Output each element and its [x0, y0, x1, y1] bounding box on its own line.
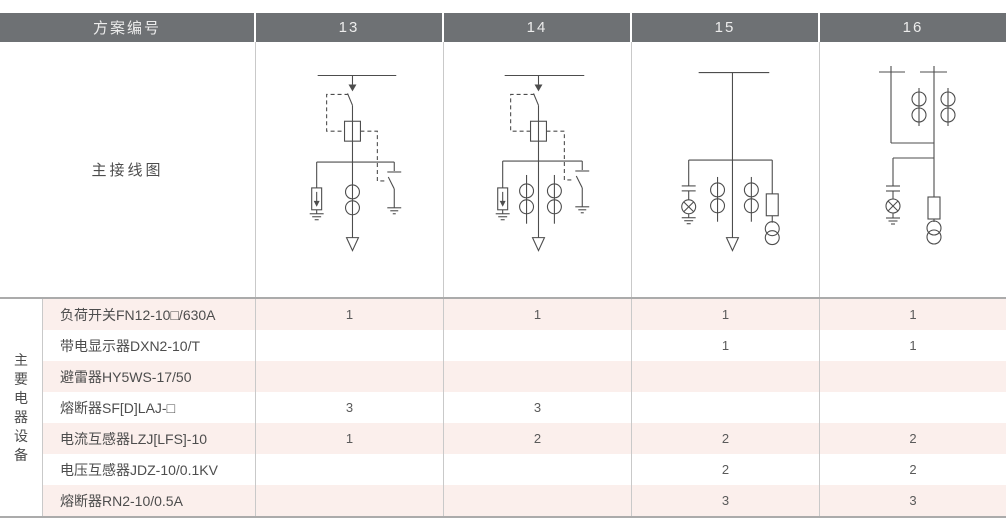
qty-scheme-13: 3 — [256, 392, 444, 423]
qty-scheme-14 — [444, 485, 632, 516]
table-row: 带电显示器DXN2-10/T 1 1 — [43, 330, 1006, 361]
equipment-name: 电流互感器LZJ[LFS]-10 — [43, 423, 256, 454]
main-wiring-diagram-16 — [879, 66, 956, 245]
qty-scheme-16: 2 — [909, 462, 917, 477]
busbar — [504, 74, 585, 92]
equipment-section-label-cell: 主要电器设备 — [0, 299, 43, 516]
table-row: 负荷开关FN12-10□/630A 1 1 1 1 — [43, 299, 1006, 330]
diagram-cell-14 — [444, 42, 632, 297]
current-transformer-icon — [344, 184, 360, 216]
scheme-16-header: 16 — [820, 13, 1006, 42]
load-switch-icon — [347, 93, 354, 238]
voltage-transformer-icon — [764, 215, 780, 246]
qty-scheme-14 — [444, 361, 632, 392]
bottom-border — [0, 516, 1006, 518]
table-row: 电流互感器LZJ[LFS]-10 1 2 2 2 — [43, 423, 1006, 454]
qty-scheme-16: 1 — [909, 338, 917, 353]
table-row: 电压互感器JDZ-10/0.1KV 2 2 — [43, 454, 1006, 485]
earthing-switch-icon — [575, 161, 590, 214]
scheme-15-header: 15 — [632, 13, 820, 42]
qty-scheme-14: 1 — [444, 299, 632, 330]
load-switch-icon — [533, 93, 540, 238]
qty-scheme-13: 1 — [256, 423, 444, 454]
outgoing-feeder-arrow — [531, 237, 546, 252]
current-transformer-icon — [546, 174, 562, 224]
current-transformer-icon — [743, 176, 759, 222]
qty-scheme-13: 1 — [256, 299, 444, 330]
qty-scheme-15: 2 — [632, 454, 820, 485]
voltage-transformer-icon — [926, 219, 942, 245]
qty-scheme-16: 3 — [909, 493, 917, 508]
arrester-icon — [309, 162, 324, 221]
qty-scheme-13 — [256, 330, 444, 361]
diagram-cell-15 — [632, 42, 820, 297]
arrester-icon — [495, 161, 510, 221]
table-row: 避雷器HY5WS-17/50 — [43, 361, 1006, 392]
fuse-icon — [927, 196, 941, 220]
fuse-icon — [765, 160, 779, 217]
qty-scheme-15: 2 — [632, 423, 820, 454]
section-divider — [0, 297, 1006, 299]
qty-scheme-14: 3 — [444, 392, 632, 423]
scheme-14-header: 14 — [444, 13, 632, 42]
qty-scheme-15: 1 — [632, 299, 820, 330]
qty-scheme-15: 3 — [632, 485, 820, 516]
current-transformer-icon — [911, 88, 927, 126]
table-row: 熔断器SF[D]LAJ-□ 3 3 — [43, 392, 1006, 423]
equipment-name: 避雷器HY5WS-17/50 — [43, 361, 256, 392]
qty-scheme-14 — [444, 330, 632, 361]
qty-scheme-15: 1 — [632, 330, 820, 361]
header-row: 方案编号 13 14 15 16 — [0, 13, 1006, 42]
diagram-cell-13 — [256, 42, 444, 297]
main-wiring-diagram-label-cell: 主接线图 — [0, 42, 256, 297]
qty-scheme-13 — [256, 485, 444, 516]
outgoing-feeder-arrow — [345, 237, 360, 252]
diagram-cell-16 — [820, 42, 1006, 297]
equipment-name: 熔断器RN2-10/0.5A — [43, 485, 256, 516]
qty-scheme-15 — [632, 392, 820, 423]
qty-scheme-16 — [820, 361, 1006, 392]
equipment-section-label: 主要电器设备 — [14, 351, 28, 463]
qty-scheme-13 — [256, 454, 444, 485]
equipment-name: 带电显示器DXN2-10/T — [43, 330, 256, 361]
equipment-section: 主要电器设备 负荷开关FN12-10□/630A 1 1 1 1 带电显示器DX… — [0, 299, 1006, 516]
interlock-linkage — [510, 93, 574, 181]
current-transformer-icon — [710, 176, 726, 222]
equipment-name: 电压互感器JDZ-10/0.1KV — [43, 454, 256, 485]
scheme-13-header: 13 — [256, 13, 444, 42]
qty-scheme-16 — [820, 392, 1006, 423]
qty-scheme-16: 2 — [909, 431, 917, 446]
equipment-name: 负荷开关FN12-10□/630A — [43, 299, 256, 330]
equipment-rows: 负荷开关FN12-10□/630A 1 1 1 1 带电显示器DXN2-10/T… — [43, 299, 1006, 516]
main-wiring-diagram-14 — [495, 74, 590, 252]
table-row: 熔断器RN2-10/0.5A 3 3 — [43, 485, 1006, 516]
qty-scheme-14 — [444, 454, 632, 485]
main-wiring-diagram-15 — [681, 71, 780, 252]
qty-scheme-14: 2 — [444, 423, 632, 454]
main-wiring-diagram-row: 主接线图 — [0, 42, 1006, 297]
outgoing-feeder-arrow — [725, 237, 740, 252]
qty-scheme-16: 1 — [909, 307, 917, 322]
qty-scheme-15 — [632, 361, 820, 392]
live-display-indicator-icon — [681, 160, 697, 225]
live-display-indicator-icon — [885, 158, 901, 225]
current-transformer-icon — [940, 88, 956, 126]
main-wiring-diagram-13 — [309, 74, 402, 252]
current-transformer-icon — [519, 174, 535, 224]
equipment-name: 熔断器SF[D]LAJ-□ — [43, 392, 256, 423]
interlock-linkage — [326, 93, 387, 182]
main-wiring-diagram-label: 主接线图 — [91, 162, 164, 179]
scheme-number-header: 方案编号 — [0, 13, 256, 42]
earthing-switch-icon — [387, 162, 402, 215]
qty-scheme-13 — [256, 361, 444, 392]
busbar — [317, 74, 397, 92]
